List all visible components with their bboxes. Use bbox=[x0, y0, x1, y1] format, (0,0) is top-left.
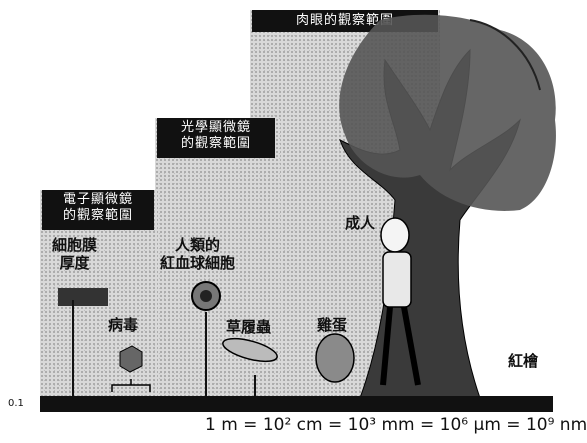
size-scale-diagram: 肉眼的觀察範圍 光學顯微鏡 的觀察範圍 電子顯微鏡 的觀察範圍 bbox=[8, 10, 587, 435]
rbc-label-line2: 紅血球細胞 bbox=[160, 254, 236, 272]
rbc-label-line1: 人類的 bbox=[175, 236, 221, 254]
egg-label: 雞蛋 bbox=[317, 316, 348, 334]
paramecium-label: 草履蟲 bbox=[226, 318, 272, 336]
adult-figure-illustration bbox=[380, 217, 421, 386]
membrane-illustration bbox=[58, 288, 108, 306]
unit-conversion-formula: 1 m = 10² cm = 10³ mm = 10⁶ μm = 10⁹ nm bbox=[205, 415, 587, 435]
membrane-marker-line bbox=[72, 300, 74, 396]
virus-bracket bbox=[111, 379, 151, 392]
light-microscope-range-title: 光學顯微鏡 的觀察範圍 bbox=[157, 118, 275, 158]
electron-microscope-range-title: 電子顯微鏡 的觀察範圍 bbox=[42, 190, 154, 230]
scale-start-label: 0.1 bbox=[8, 398, 24, 409]
virus-illustration bbox=[119, 345, 143, 373]
rbc-marker-line bbox=[205, 312, 207, 396]
membrane-label-line2: 厚度 bbox=[59, 254, 90, 272]
rbc-label: 人類的 紅血球細胞 bbox=[160, 236, 235, 272]
membrane-label: 細胞膜 厚度 bbox=[52, 236, 97, 272]
paramecium-illustration bbox=[222, 337, 278, 363]
electron-microscope-title-line2: 的觀察範圍 bbox=[62, 208, 133, 223]
paramecium-marker-line bbox=[254, 375, 256, 396]
egg-illustration bbox=[315, 333, 355, 383]
membrane-label-line1: 細胞膜 bbox=[52, 236, 98, 254]
redwood-tree-illustration bbox=[339, 14, 556, 399]
red-blood-cell-illustration bbox=[191, 281, 221, 311]
scale-bar bbox=[40, 396, 553, 412]
light-microscope-title-line1: 光學顯微鏡 bbox=[180, 120, 251, 135]
electron-microscope-title-line1: 電子顯微鏡 bbox=[62, 192, 133, 207]
light-microscope-title-line2: 的觀察範圍 bbox=[180, 136, 251, 151]
adult-label: 成人 bbox=[345, 214, 376, 232]
illustrations bbox=[58, 14, 556, 399]
redwood-label: 紅檜 bbox=[508, 352, 539, 370]
virus-label: 病毒 bbox=[108, 316, 139, 334]
